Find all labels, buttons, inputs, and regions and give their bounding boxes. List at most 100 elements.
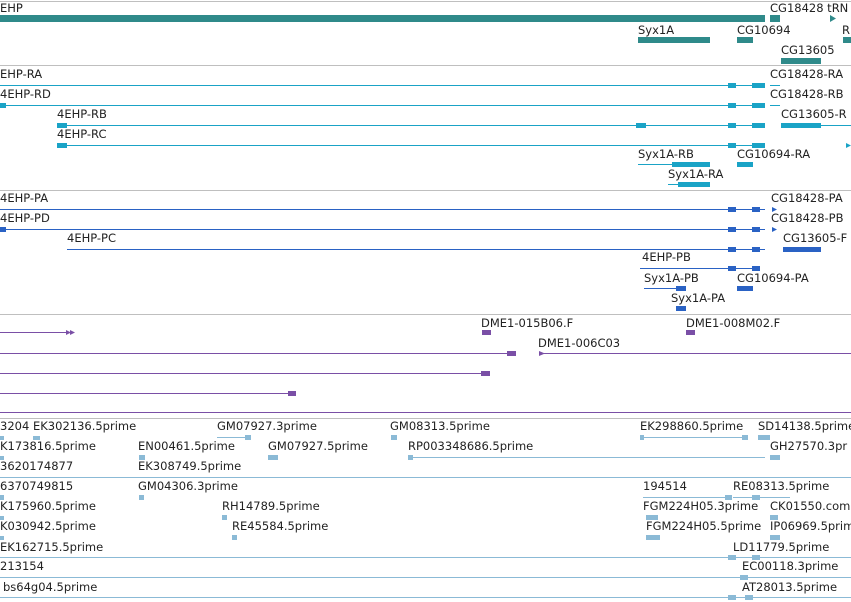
- transcript-label: Syx1A-RA: [668, 167, 724, 181]
- cds: [728, 247, 736, 252]
- exon: [672, 162, 710, 167]
- clone-labels: DME1-015B06.F DME1-008M02.F DME1-006C03: [481, 316, 780, 350]
- transcript-label: CG18428-RB: [770, 87, 844, 101]
- exon: [636, 123, 646, 128]
- clone-end: [507, 351, 516, 356]
- translation-label: 4EHP-PC: [67, 231, 116, 245]
- est-label: 6370749815: [0, 479, 73, 493]
- est-feature[interactable]: [646, 535, 660, 540]
- est-track: [0, 435, 851, 600]
- est-label: GH27570.3pr: [770, 439, 847, 453]
- est-label: 3204: [0, 419, 29, 433]
- est-label: LD11779.5prime: [733, 540, 829, 554]
- est-label: EK162715.5prime: [0, 540, 103, 554]
- est-label: RE45584.5prime: [232, 519, 328, 533]
- est-label: CK01550.com: [770, 499, 850, 513]
- est-feature[interactable]: [268, 455, 278, 460]
- gene-label: CG13605: [781, 43, 835, 57]
- transcript-track: [0, 83, 851, 187]
- cds: [752, 207, 760, 212]
- est-feature: [728, 555, 736, 560]
- cds: [676, 286, 686, 291]
- gene-feature-syx1a[interactable]: [638, 37, 710, 43]
- translation-label: 4EHP-PA: [0, 191, 48, 205]
- strand-arrow: [66, 330, 71, 335]
- gene-feature-r[interactable]: [843, 37, 851, 43]
- transcript-label: 4EHP-RD: [0, 87, 51, 101]
- exon: [752, 103, 765, 108]
- exon: [0, 103, 6, 108]
- translation-label: Syx1A-PB: [644, 271, 699, 285]
- est-feature[interactable]: [646, 515, 658, 520]
- cds: [0, 227, 6, 232]
- gene-feature-cg18428[interactable]: [770, 15, 780, 22]
- est-feature[interactable]: [0, 456, 4, 460]
- est-feature[interactable]: [0, 536, 4, 540]
- est-label: K173816.5prime: [0, 439, 96, 453]
- est-feature[interactable]: [139, 455, 145, 460]
- exon: [781, 123, 821, 128]
- transcript-labels: EHP-RA 4EHP-RD 4EHP-RB 4EHP-RC CG18428-R…: [0, 67, 847, 181]
- exon: [737, 162, 753, 167]
- est-label: K030942.5prime: [0, 519, 96, 533]
- est-label: EK298860.5prime: [640, 419, 743, 433]
- est-feature[interactable]: [391, 435, 397, 440]
- cds: [783, 247, 821, 252]
- gene-label: CG18428 tRN: [770, 1, 848, 15]
- translation-label: 4EHP-PB: [642, 250, 691, 264]
- est-feature[interactable]: [0, 436, 4, 440]
- translation-label: CG18428-PA: [771, 191, 843, 205]
- est-feature: [740, 575, 748, 580]
- est-label: 3620174877: [0, 459, 73, 473]
- gene-feature-4ehp[interactable]: [0, 15, 765, 22]
- est-feature[interactable]: [770, 515, 778, 520]
- transcript-label: CG18428-RA: [770, 67, 843, 81]
- est-label: EC00118.3prime: [742, 559, 838, 573]
- est-label: 194514: [643, 479, 687, 493]
- est-feature[interactable]: [0, 516, 4, 520]
- exon: [57, 143, 67, 148]
- gene-label: EHP: [0, 1, 23, 15]
- est-label: bs64g04.5prime: [3, 580, 97, 594]
- strand-arrow: [846, 143, 851, 148]
- est-feature[interactable]: [33, 436, 40, 440]
- transcript-label: EHP-RA: [0, 67, 42, 81]
- cds: [752, 227, 760, 232]
- gene-feature-trna[interactable]: [830, 15, 836, 22]
- gene-label: R: [842, 23, 850, 37]
- est-label: AT28013.5prime: [742, 580, 837, 594]
- exon: [728, 123, 736, 128]
- exon: [678, 182, 710, 187]
- est-feature[interactable]: [758, 435, 770, 440]
- translation-label: 4EHP-PD: [0, 211, 50, 225]
- clone-label: DME1-008M02.F: [686, 316, 780, 330]
- est-feature: [742, 435, 748, 440]
- exon: [57, 123, 67, 128]
- est-label: EK308749.5prime: [138, 459, 241, 473]
- est-feature[interactable]: [222, 515, 227, 520]
- est-feature[interactable]: [770, 455, 780, 460]
- exon: [752, 123, 765, 128]
- clone-end: [288, 391, 296, 396]
- est-feature[interactable]: [139, 495, 144, 500]
- strand-arrow: [772, 227, 777, 232]
- cds: [676, 306, 686, 311]
- exon: [728, 103, 736, 108]
- est-label: GM07927.5prime: [268, 439, 368, 453]
- est-feature[interactable]: [232, 535, 237, 540]
- est-feature[interactable]: [770, 535, 780, 540]
- est-label: EK302136.5prime: [33, 419, 136, 433]
- est-feature[interactable]: [0, 495, 4, 500]
- est-label: GM04306.3prime: [138, 479, 238, 493]
- transcript-label: 4EHP-RC: [57, 127, 107, 141]
- est-feature: [640, 435, 644, 440]
- est-feature: [745, 595, 753, 600]
- clone-end: [482, 330, 491, 335]
- gene-track: EHP CG18428 tRN Syx1A CG10694 R CG13605: [0, 1, 851, 64]
- clone-end: [686, 330, 695, 335]
- gene-feature-cg10694[interactable]: [737, 37, 753, 43]
- est-label: GM08313.5prime: [390, 419, 490, 433]
- gene-feature-cg13605[interactable]: [781, 58, 821, 64]
- est-label: RP003348686.5prime: [408, 439, 533, 453]
